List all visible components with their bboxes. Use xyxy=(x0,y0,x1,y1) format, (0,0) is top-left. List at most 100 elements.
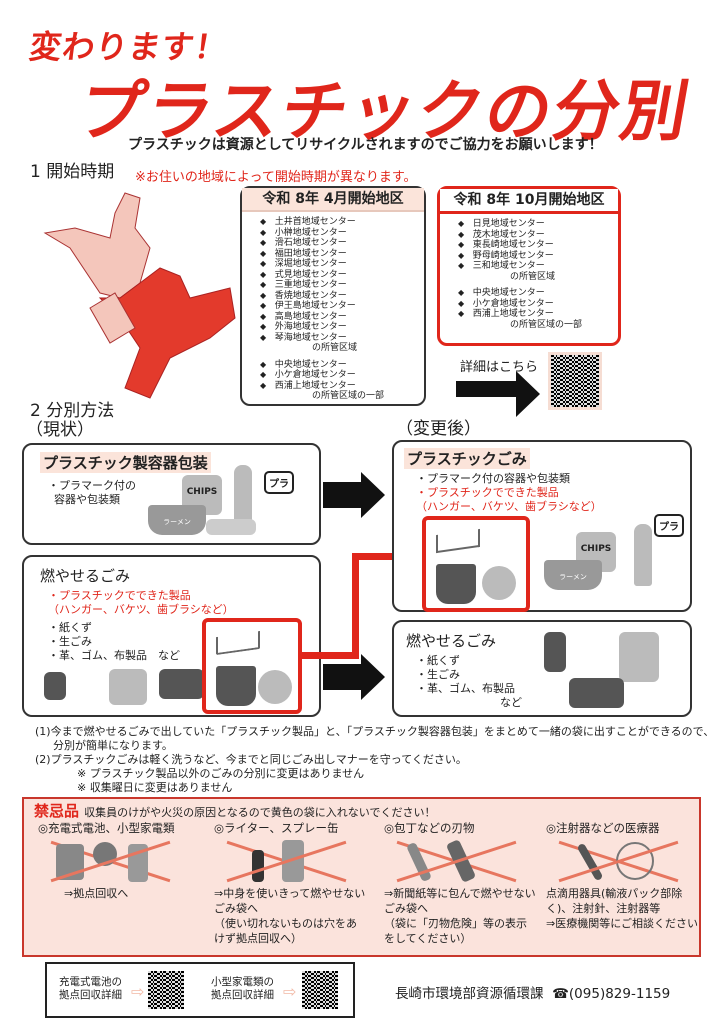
item-text: ⇒医療機関等にご相談ください xyxy=(546,917,698,930)
october-area-box: 令和 8年 10月開始地区 日見地域センター茂木地域センター東長崎地域センター野… xyxy=(437,186,621,346)
bucket-illustration xyxy=(436,564,476,604)
area-list-item: 琴海地域センター xyxy=(260,333,424,344)
arrow-right-icon: ⇨ xyxy=(131,982,145,1001)
shoes-illustration xyxy=(159,669,204,699)
food-waste-illustration xyxy=(44,672,66,700)
area-list-item: 小榊地域センター xyxy=(260,228,424,239)
red-connector xyxy=(352,553,402,560)
arrow-right-icon xyxy=(323,654,385,700)
item: ・プラマーク付の容器や包装類 xyxy=(416,472,570,485)
item-title: ◎包丁などの刃物 xyxy=(384,821,475,835)
section1-heading: 1 開始時期 xyxy=(30,162,115,182)
area-list-item: 日見地域センター xyxy=(458,219,618,230)
area-list-item: 小ケ倉地域センター xyxy=(260,370,424,381)
area-list-item: 三重地域センター xyxy=(260,280,424,291)
bottle-illustration xyxy=(234,465,252,527)
item: ・生ごみ xyxy=(48,635,92,648)
current-label: （現状） xyxy=(26,420,94,440)
section1-note: ※お住いの地域によって開始時期が異なります。 xyxy=(135,170,417,185)
category-title: 燃やせるごみ xyxy=(40,567,131,585)
hanger-illustration xyxy=(216,630,260,656)
item-title: ◎充電式電池、小型家電類 xyxy=(38,821,175,835)
bucket-illustration xyxy=(216,666,256,706)
red-connector xyxy=(352,553,359,659)
area-list-item: 茂木地域センター xyxy=(458,230,618,241)
area-list-item: 外海地域センター xyxy=(260,322,424,333)
item-text: ⇒新聞紙等に包んで燃やせないごみ袋へ xyxy=(384,887,536,915)
shoes-illustration xyxy=(569,678,624,708)
item: ・紙くず xyxy=(416,654,460,667)
april-title: 令和 8年 4月開始地区 xyxy=(242,188,424,212)
item-text: 点滴用器具(輸液パック部除く)、注射針、注射器等 xyxy=(546,887,683,915)
battery-qr-code[interactable] xyxy=(145,968,187,1012)
note: (1)今まで燃やせるごみで出していた「プラスチック製品」と、「プラスチック製容器… xyxy=(35,725,715,738)
area-list-item: 野母崎地域センター xyxy=(458,251,618,262)
lighter-spray-illustration xyxy=(214,838,354,884)
suffix: の所管区域の一部 xyxy=(312,391,385,401)
item-text: （使い切れないものは穴をあけず拠点回収へ） xyxy=(214,917,357,945)
syringe-illustration xyxy=(546,838,686,884)
item: ・プラマーク付の xyxy=(48,479,136,492)
gloves-illustration xyxy=(109,669,147,705)
item: 容器や包装類 xyxy=(54,493,120,506)
item: など xyxy=(500,696,522,709)
suffix: の所管区域の一部 xyxy=(510,319,583,330)
note: ※ プラスチック製品以外のごみの分別に変更はありません xyxy=(77,767,365,780)
prohibited-item: ◎充電式電池、小型家電類 ⇒拠点回収へ xyxy=(38,821,188,901)
appliance-qr-code[interactable] xyxy=(299,968,341,1012)
arrow-right-icon xyxy=(456,371,540,417)
collection-links-box: 充電式電池の拠点回収詳細 ⇨ 小型家電類の拠点回収詳細 ⇨ xyxy=(45,962,355,1018)
arrow-right-icon xyxy=(323,472,385,518)
area-list-item: 西浦上地域センター xyxy=(458,309,618,320)
pla-mark-icon: プラ xyxy=(654,514,684,537)
area-list-item: 西浦上地域センター xyxy=(260,381,424,392)
category-title: 燃やせるごみ xyxy=(406,632,497,650)
item-title: ◎ライター、スプレー缶 xyxy=(214,821,339,835)
area-list-item: 三和地域センター xyxy=(458,261,618,272)
area-list-item: 中央地域センター xyxy=(260,360,424,371)
contact-info: 長崎市環境部資源循環課 ☎(095)829-1159 xyxy=(395,982,670,1002)
ramen-cup-illustration: ラーメン xyxy=(544,560,602,590)
prohibited-label: 禁忌品 xyxy=(34,802,80,820)
department: 長崎市環境部資源循環課 xyxy=(395,986,544,1002)
area-list-item: 式見地域センター xyxy=(260,270,424,281)
area-list-item: 伊王島地域センター xyxy=(260,301,424,312)
item: ・紙くず xyxy=(48,621,92,634)
pla-mark-icon: プラ xyxy=(264,471,294,494)
details-qr-code[interactable] xyxy=(548,352,602,410)
plastic-products-highlight xyxy=(422,516,530,612)
subtitle: プラスチックは資源としてリサイクルされますのでご協力をお願いします！ xyxy=(128,137,603,153)
suffix: の所管区域 xyxy=(312,343,358,353)
prohibited-item: ◎ライター、スプレー缶 ⇒中身を使いきって燃やせないごみ袋へ（使い切れないものは穴… xyxy=(214,821,366,946)
red-connector xyxy=(302,652,358,659)
april-area-box: 令和 8年 4月開始地区 土井首地域センター小榊地域センター滑石地域センター福田… xyxy=(240,186,426,406)
suffix: の所管区域 xyxy=(510,271,556,282)
knife-scissors-illustration xyxy=(384,838,524,884)
item: ・革、ゴム、布製品 xyxy=(416,682,515,695)
area-list-item: 中央地域センター xyxy=(458,288,618,299)
after-label: （変更後） xyxy=(396,419,481,439)
nagasaki-map xyxy=(43,192,236,399)
current-packaging-box: プラスチック製容器包装 ・プラマーク付の容器や包装類 CHIPS ラーメン プラ xyxy=(22,443,321,545)
appliance-collection-link[interactable]: 小型家電類の拠点回収詳細 xyxy=(211,976,274,1001)
note: 分別が簡単になります。 xyxy=(53,739,173,752)
prohibited-items-box: 禁忌品 収集員のけがや火災の原因となるので黄色の袋に入れないでください！ ◎充電… xyxy=(22,797,701,957)
area-list-item: 小ケ倉地域センター xyxy=(458,299,618,310)
category-title: プラスチックごみ xyxy=(404,448,530,469)
item-text: ⇒拠点回収へ xyxy=(64,887,129,900)
item-text: ⇒中身を使いきって燃やせないごみ袋へ xyxy=(214,887,366,915)
category-title: プラスチック製容器包装 xyxy=(40,452,211,473)
item: ・プラスチックでできた製品 xyxy=(416,486,559,499)
bottle-illustration xyxy=(634,524,652,586)
area-list-item: 滑石地域センター xyxy=(260,238,424,249)
arrow-right-icon: ⇨ xyxy=(283,982,297,1001)
battery-collection-link[interactable]: 充電式電池の拠点回収詳細 xyxy=(59,976,122,1001)
current-burnable-box: 燃やせるごみ ・プラスチックでできた製品（ハンガー、バケツ、歯ブラシなど） ・紙… xyxy=(22,555,321,717)
area-list-item: 香焼地域センター xyxy=(260,291,424,302)
plastic-products-highlight xyxy=(202,618,302,714)
hanger-illustration xyxy=(436,528,480,554)
item-text: （袋に「刃物危険」等の表示をしてください） xyxy=(384,917,527,945)
area-list-item: 高島地域センター xyxy=(260,312,424,323)
phone-number[interactable]: ☎(095)829-1159 xyxy=(552,986,671,1002)
prohibited-item: ◎包丁などの刃物 ⇒新聞紙等に包んで燃やせないごみ袋へ（袋に「刃物危険」等の表示を… xyxy=(384,821,536,946)
